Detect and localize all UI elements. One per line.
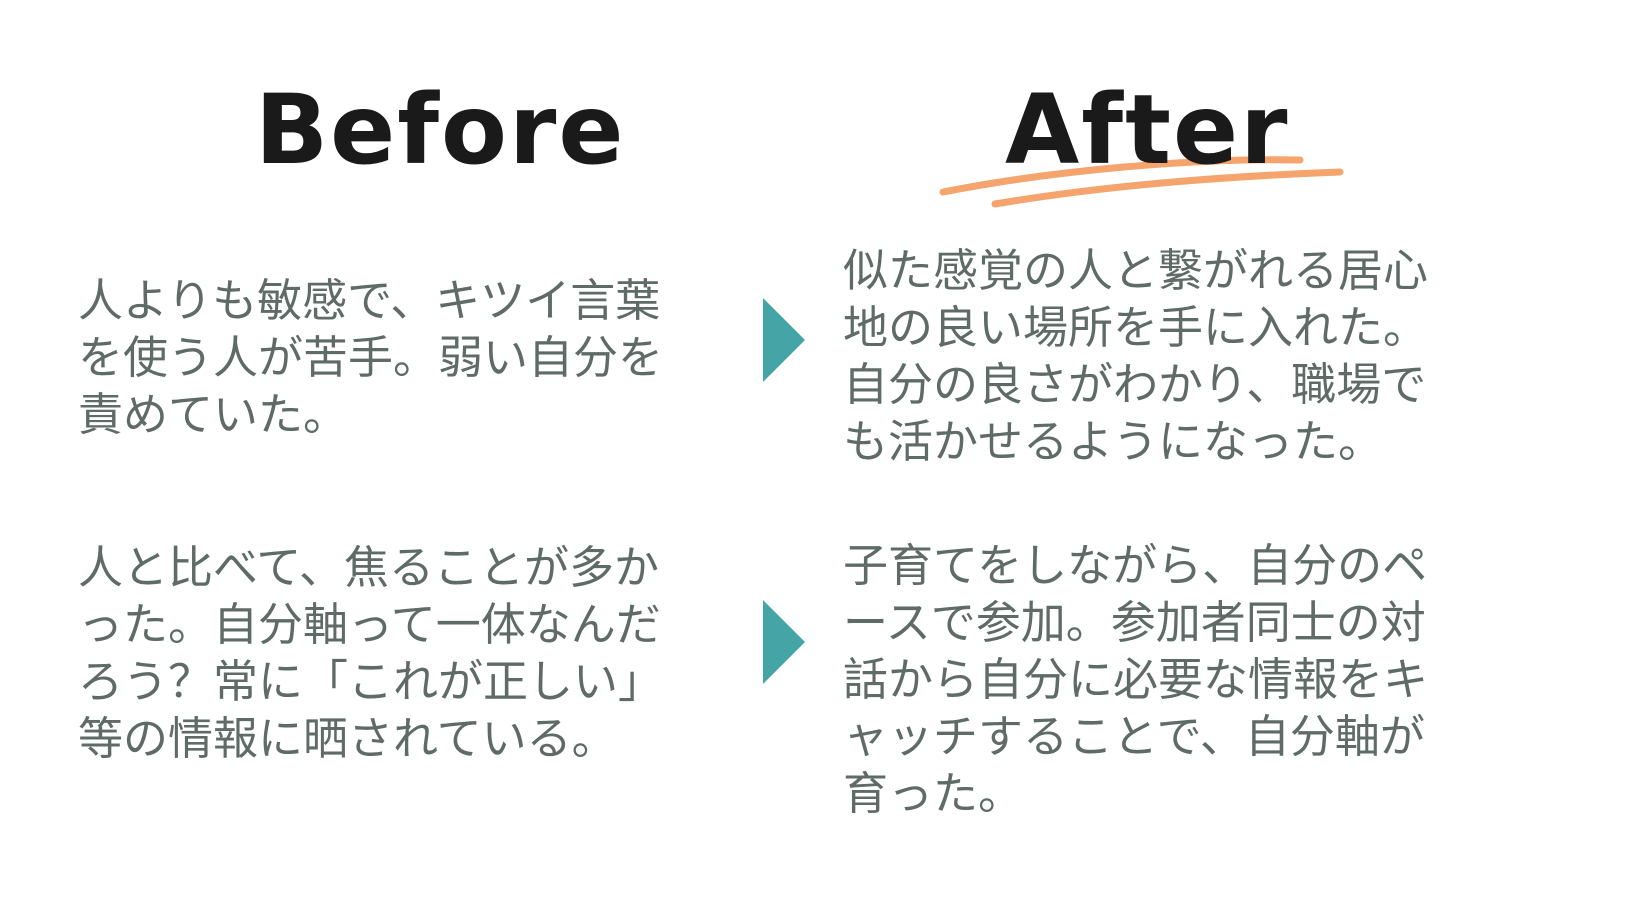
text-line: 似た感覚の人と繋がれる居心 [843,244,1429,297]
text-line: 育った。 [843,767,1024,820]
text-line: 責めていた。 [78,388,349,441]
text-line: った。自分軸って一体なんだ [78,598,661,651]
text-line: ースで参加。参加者同士の対 [843,596,1426,649]
text-line: 人よりも敏感で、キツイ言葉 [78,274,661,327]
text-line: も活かせるようになった。 [843,415,1384,468]
after-text-1: 似た感覚の人と繋がれる居心 地の良い場所を手に入れた。 自分の良さがわかり、職場… [843,242,1428,470]
text-line: 人と比べて、焦ることが多か [78,541,659,594]
before-text-2: 人と比べて、焦ることが多か った。自分軸って一体なんだ ろう？常に「これが正しい… [78,539,663,767]
before-text-1: 人よりも敏感で、キツイ言葉 を使う人が苦手。弱い自分を 責めていた。 [78,272,663,443]
text-line: 子育てをしながら、自分のペ [843,539,1428,592]
arrow-right-icon [763,600,805,684]
text-line: を使う人が苦手。弱い自分を [78,331,664,384]
arrow-right-icon [763,298,805,382]
after-text-2: 子育てをしながら、自分のペ ースで参加。参加者同士の対 話から自分に必要な情報を… [843,537,1428,822]
before-heading: Before [255,74,626,186]
text-line: ャッチすることで、自分軸が [843,710,1425,763]
text-line: 等の情報に晒されている。 [78,712,617,765]
text-line: 話から自分に必要な情報をキ [843,653,1429,706]
text-line: ろう？常に「これが正しい」 [78,655,664,708]
text-line: 自分の良さがわかり、職場で [843,358,1427,411]
after-heading: After [1005,74,1290,186]
orange-brush-underline [939,156,1344,208]
text-line: 地の良い場所を手に入れた。 [843,301,1429,354]
